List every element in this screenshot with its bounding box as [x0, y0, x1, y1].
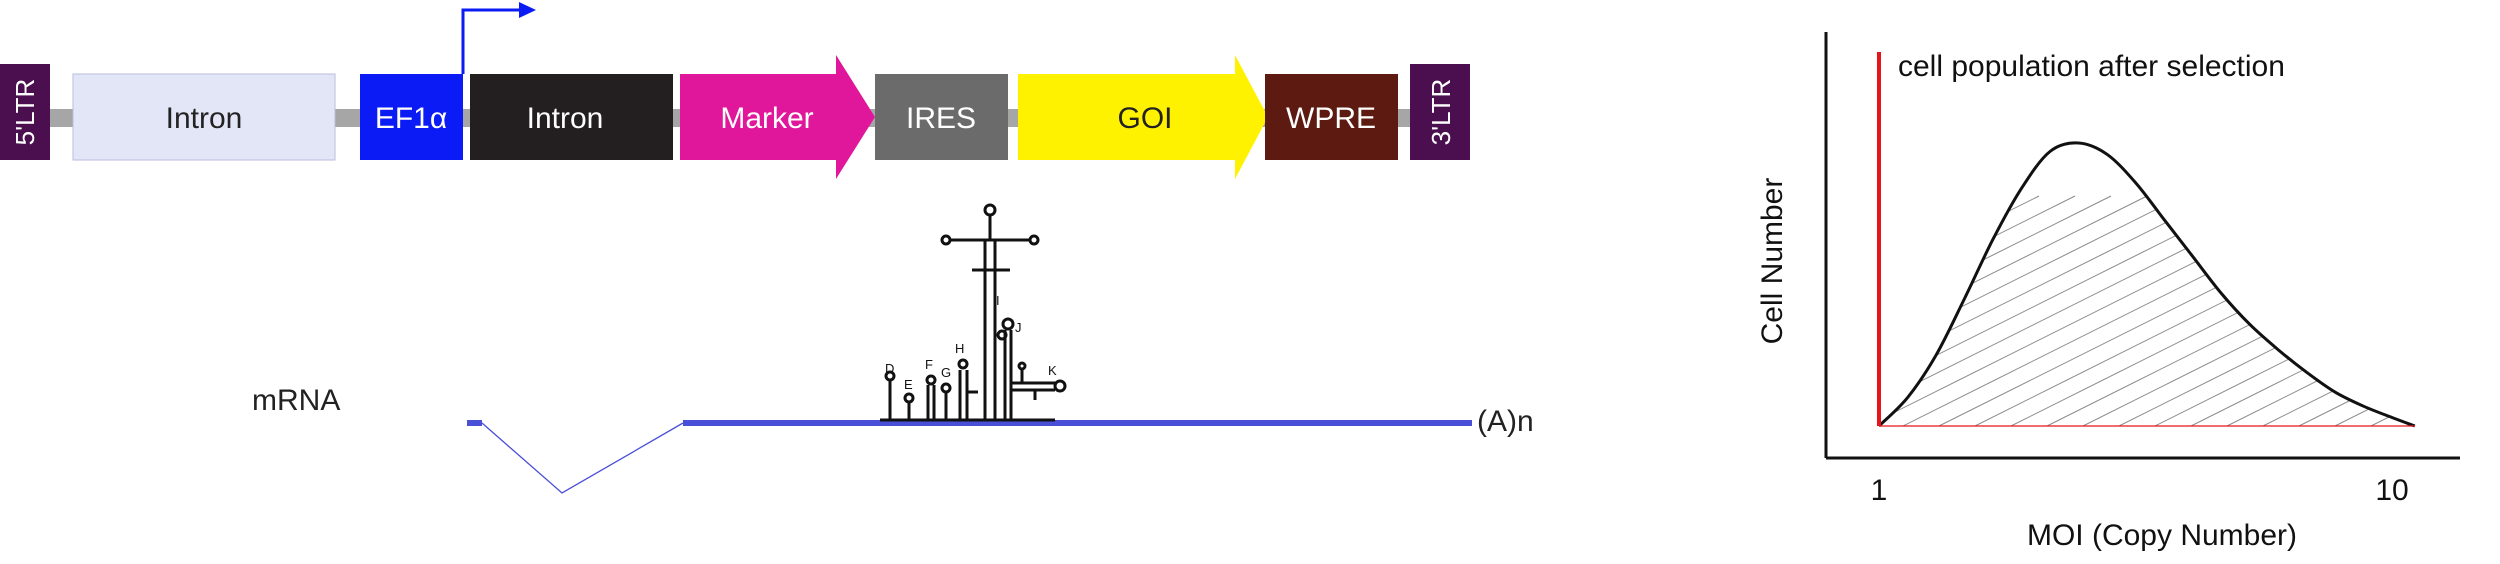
- x-tick-label-1: 1: [1871, 474, 1888, 507]
- hatch-line: [2298, 195, 2415, 427]
- loop-label-k: K: [1048, 363, 1057, 378]
- loop-label-d: D: [885, 361, 894, 376]
- copy-number-chart: cell population after selection Cell Num…: [1756, 32, 2500, 552]
- ltr5-element: 5'LTR: [0, 64, 50, 160]
- marker-label: Marker: [720, 102, 813, 135]
- hatch-line: [1974, 195, 2415, 427]
- x-axis-label: MOI (Copy Number): [2027, 519, 2297, 552]
- loop-label-j: J: [1015, 320, 1022, 335]
- ef1a-label: EF1α: [375, 102, 447, 135]
- mrna-label: mRNA: [252, 384, 340, 417]
- loop-label-i: I: [996, 293, 1000, 308]
- loop-label-g: G: [941, 365, 951, 380]
- hatch-line: [1879, 195, 2040, 427]
- hatch-line: [1879, 195, 2076, 427]
- hatch-line: [1879, 195, 2220, 427]
- hatch-line: [2334, 195, 2415, 427]
- intron1-element: Intron: [72, 73, 336, 161]
- distribution-curve: [1877, 141, 2416, 428]
- curve-hatching: [1879, 195, 2500, 427]
- hatch-line: [2118, 195, 2415, 427]
- wpre-label: WPRE: [1286, 102, 1376, 135]
- loop-label-f: F: [925, 357, 933, 372]
- hatch-line: [1879, 195, 2328, 427]
- ltr3-label: 3'LTR: [1426, 79, 1456, 146]
- vector-construct: 5'LTR Intron EF1α Intron Marker IRES: [0, 2, 1470, 179]
- goi-element: GOI: [1018, 55, 1268, 179]
- hatch-line: [1938, 195, 2400, 427]
- polya-tail-label: (A)n: [1477, 405, 1534, 438]
- hatch-line: [1879, 195, 2256, 427]
- hatch-line: [2190, 195, 2415, 427]
- hatch-line: [2406, 195, 2415, 427]
- hatch-line: [2082, 195, 2415, 427]
- hatch-line: [2010, 195, 2415, 427]
- ltr3-element: 3'LTR: [1410, 64, 1470, 160]
- ires-label: IRES: [906, 102, 976, 135]
- intron2-label: Intron: [527, 102, 604, 135]
- hatch-line: [2443, 196, 2500, 426]
- hatch-line: [2154, 195, 2415, 427]
- intron1-label: Intron: [166, 102, 243, 135]
- hatch-line: [2226, 195, 2415, 427]
- ef1a-element: EF1α: [360, 74, 463, 160]
- goi-label: GOI: [1117, 102, 1172, 135]
- rna-secondary-structure: [880, 203, 1067, 422]
- wpre-element: WPRE: [1265, 74, 1398, 160]
- hatch-line: [1879, 195, 2292, 427]
- mrna-diagram: mRNA (A)n: [252, 203, 1534, 494]
- x-tick-label-10: 10: [2375, 474, 2408, 507]
- hatch-line: [1902, 195, 2364, 427]
- hatch-line: [2262, 195, 2415, 427]
- promoter-arrow: [461, 2, 536, 74]
- splice-junction: [481, 422, 684, 494]
- hatch-line: [2370, 195, 2415, 427]
- ltr5-label: 5'LTR: [10, 79, 40, 146]
- marker-element: Marker: [680, 55, 875, 179]
- ires-element: IRES: [875, 74, 1008, 160]
- loop-labels: D E F G H I J K: [885, 293, 1057, 392]
- hatch-line: [1879, 195, 2184, 427]
- intron2-element: Intron: [470, 74, 673, 160]
- y-axis-label: Cell Number: [1756, 178, 1789, 345]
- chart-title: cell population after selection: [1898, 50, 2285, 83]
- hatch-line: [2479, 196, 2500, 426]
- loop-label-h: H: [955, 341, 964, 356]
- loop-label-e: E: [904, 377, 913, 392]
